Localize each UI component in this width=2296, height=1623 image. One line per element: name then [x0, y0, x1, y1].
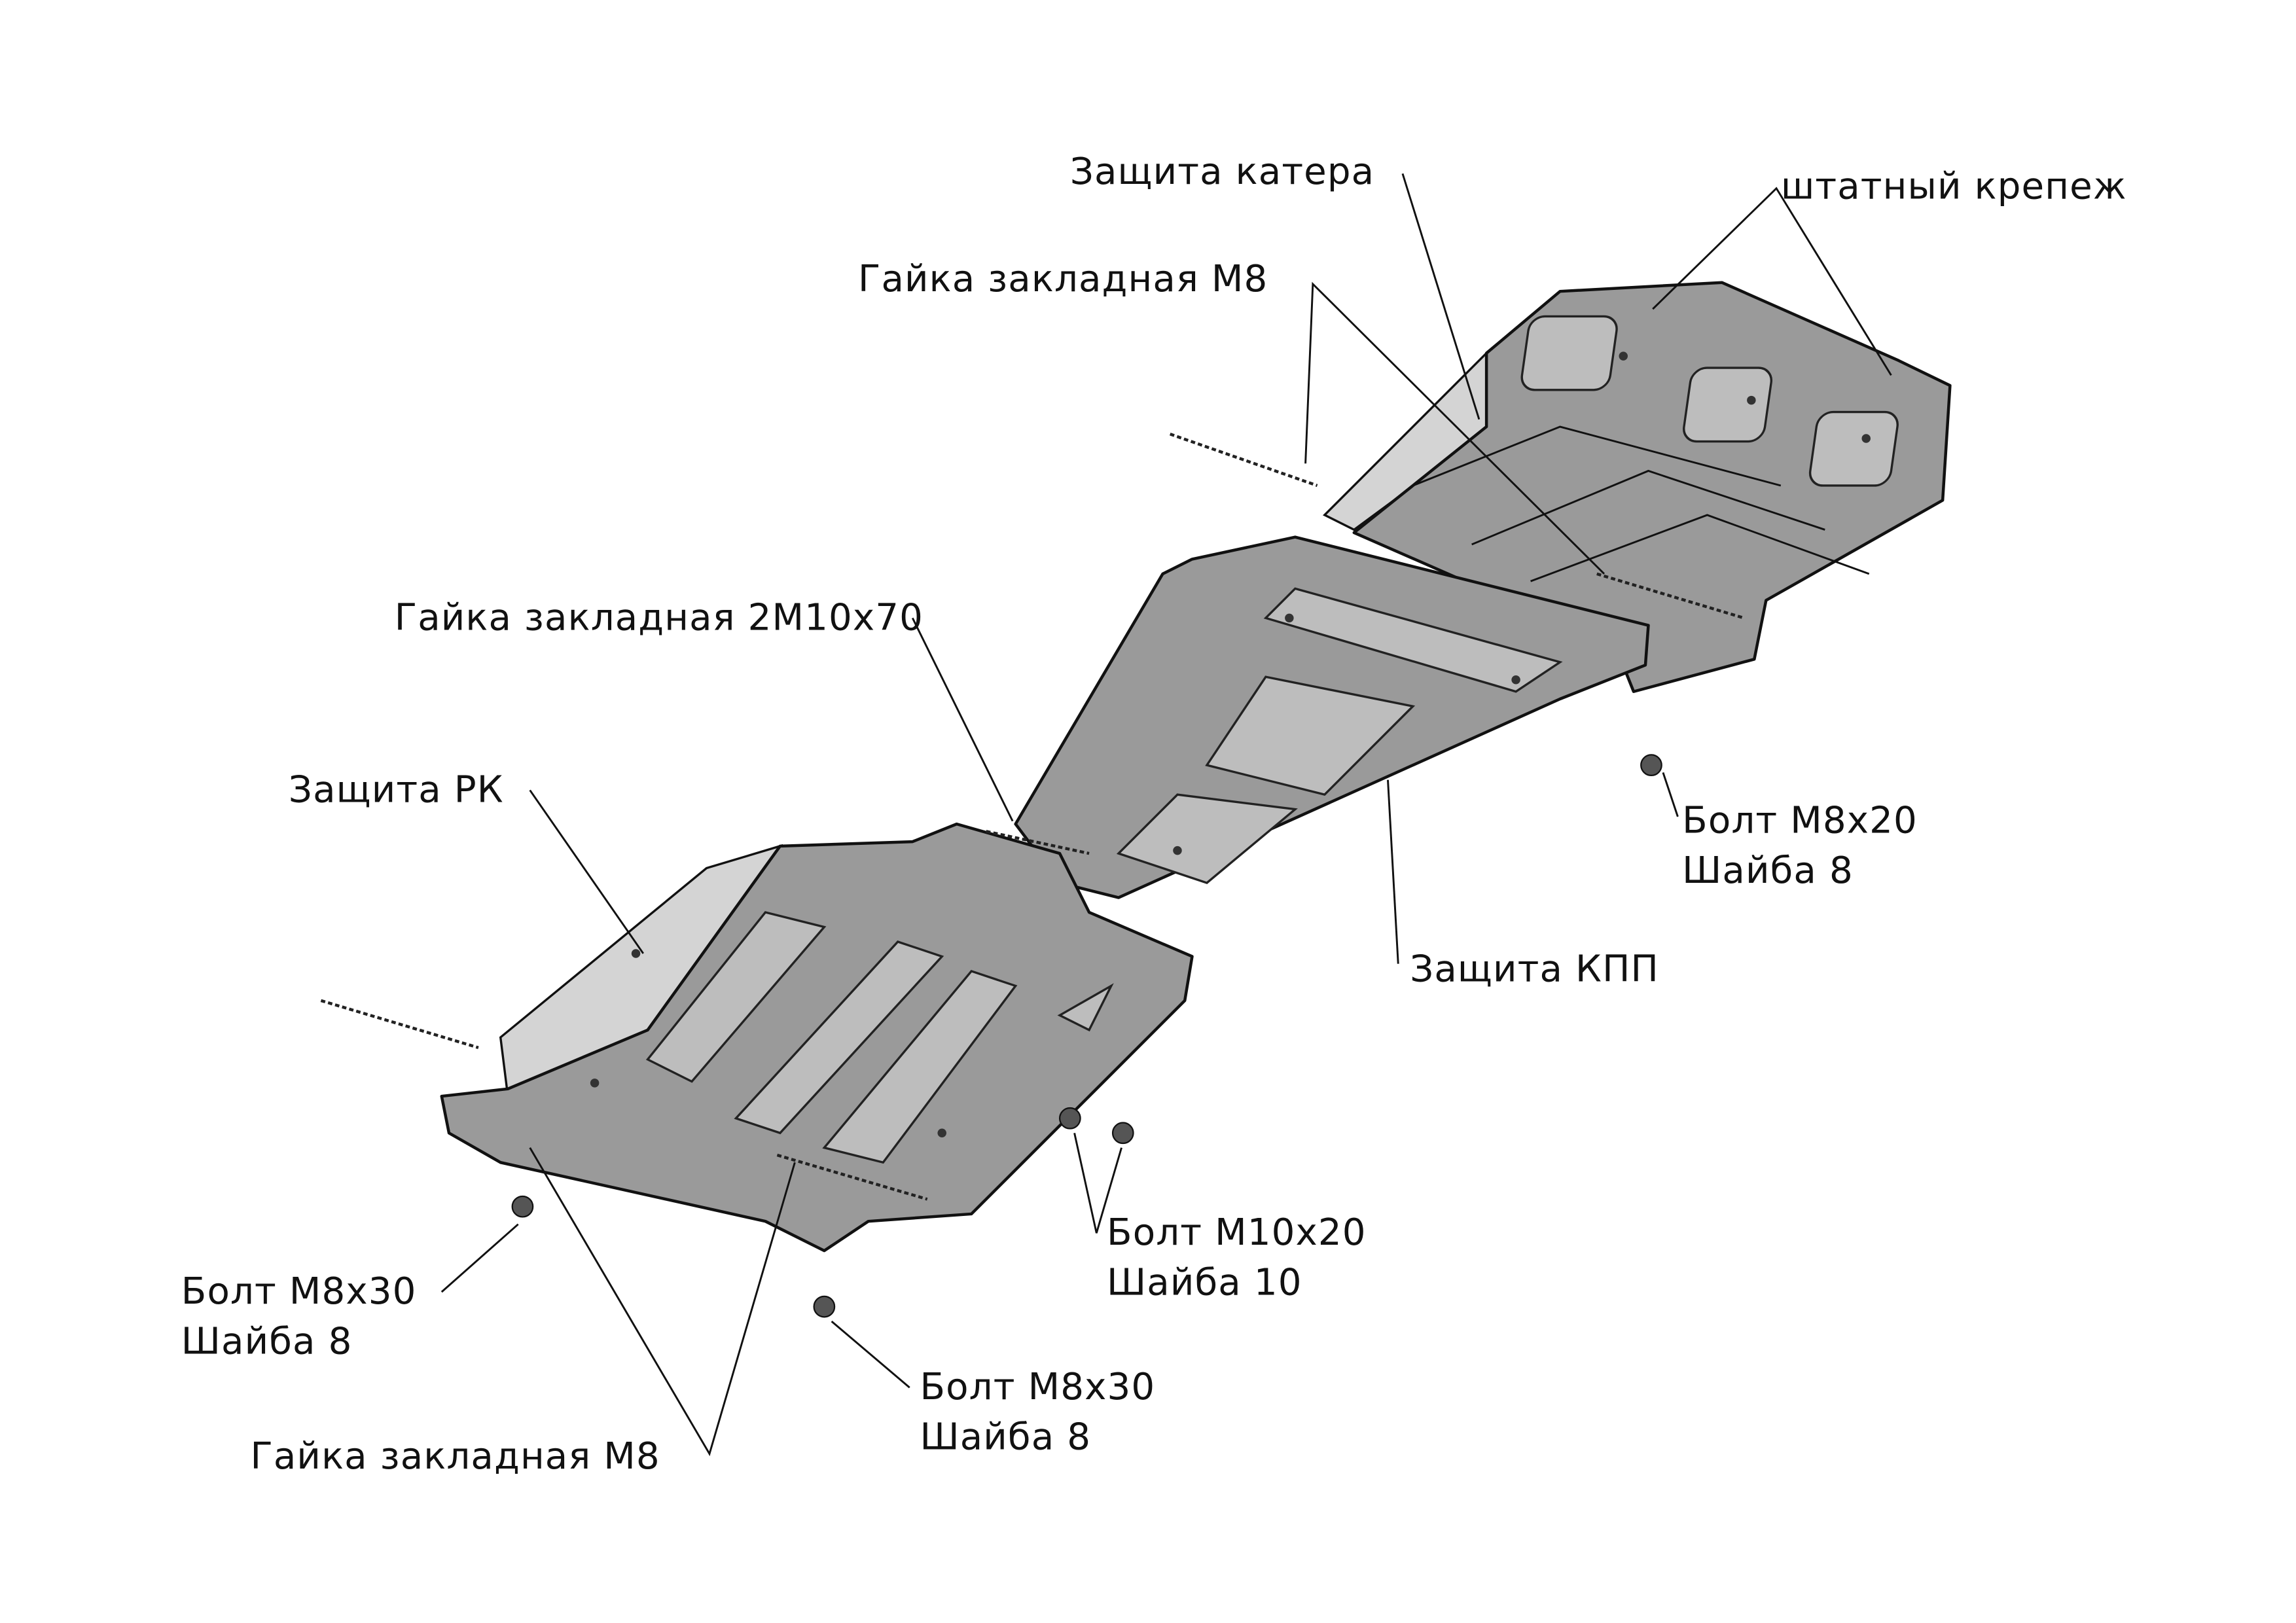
- label-standard-fastener: штатный крепеж: [1781, 166, 2127, 208]
- label-transfer-case-protection: Защита РК: [289, 768, 504, 811]
- gearbox-protection-plate: [1014, 535, 1650, 899]
- label-nut-m8-top: Гайка закладная М8: [858, 258, 1268, 300]
- label-bolt-m8x30-center: Болт М8х30: [920, 1366, 1155, 1408]
- fasteners: [320, 433, 1745, 1318]
- leader-lines: [440, 173, 1892, 1457]
- label-bolt-m8x20: Болт М8х20: [1682, 800, 1918, 842]
- label-bolt-m8x30-left: Болт М8х30: [181, 1270, 417, 1313]
- bolt-m8x20-icon: [1640, 754, 1662, 777]
- label-gearbox-protection: Защита КПП: [1410, 948, 1659, 991]
- bolt-m8x30-left-icon: [511, 1195, 534, 1218]
- label-nut-2m10x70: Гайка закладная 2М10х70: [395, 596, 924, 639]
- label-washer-8-right: Шайба 8: [1682, 849, 1854, 892]
- bolt-m10x20-icon: [1058, 1107, 1134, 1145]
- transfer-case-protection-plate: [440, 822, 1194, 1253]
- label-washer-8-center: Шайба 8: [920, 1416, 1091, 1459]
- label-washer-10: Шайба 10: [1107, 1262, 1302, 1304]
- bolt-m8x30-center-icon: [813, 1295, 836, 1318]
- label-bolt-m10x20: Болт М10х20: [1107, 1211, 1367, 1254]
- label-washer-8-left: Шайба 8: [181, 1321, 353, 1363]
- label-nut-m8-bottom: Гайка закладная М8: [250, 1435, 660, 1478]
- label-crankcase-protection: Защита катера: [1070, 151, 1374, 193]
